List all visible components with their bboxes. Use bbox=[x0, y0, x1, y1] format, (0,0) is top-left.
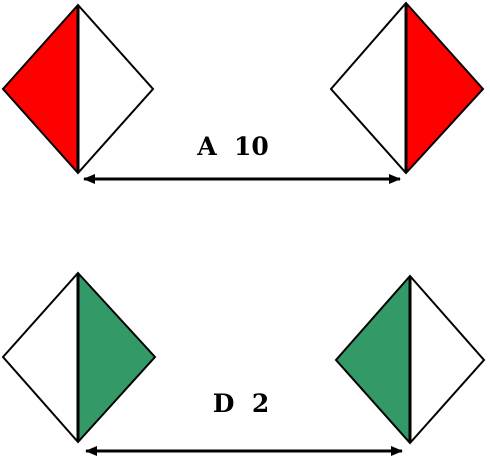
top-pair: A 10 bbox=[1, 1, 485, 184]
top-left-diamond bbox=[1, 3, 155, 175]
bottom-right-diamond-white-half bbox=[410, 276, 484, 443]
bottom-right-diamond-colored-half bbox=[336, 276, 410, 443]
top-right-diamond-white-half bbox=[331, 3, 406, 173]
top-pair-label: A 10 bbox=[196, 132, 269, 161]
top-right-diamond-colored-half bbox=[406, 3, 483, 173]
bottom-left-diamond bbox=[1, 271, 157, 444]
bottom-right-diamond bbox=[334, 274, 486, 445]
top-right-diamond bbox=[329, 1, 485, 175]
top-left-diamond-white-half bbox=[78, 5, 153, 173]
bottom-pair-label: D 2 bbox=[213, 389, 269, 418]
top-left-diamond-colored-half bbox=[3, 5, 78, 173]
bottom-left-diamond-white-half bbox=[3, 273, 78, 442]
bottom-pair: D 2 bbox=[1, 271, 486, 456]
bottom-left-diamond-colored-half bbox=[78, 273, 155, 442]
